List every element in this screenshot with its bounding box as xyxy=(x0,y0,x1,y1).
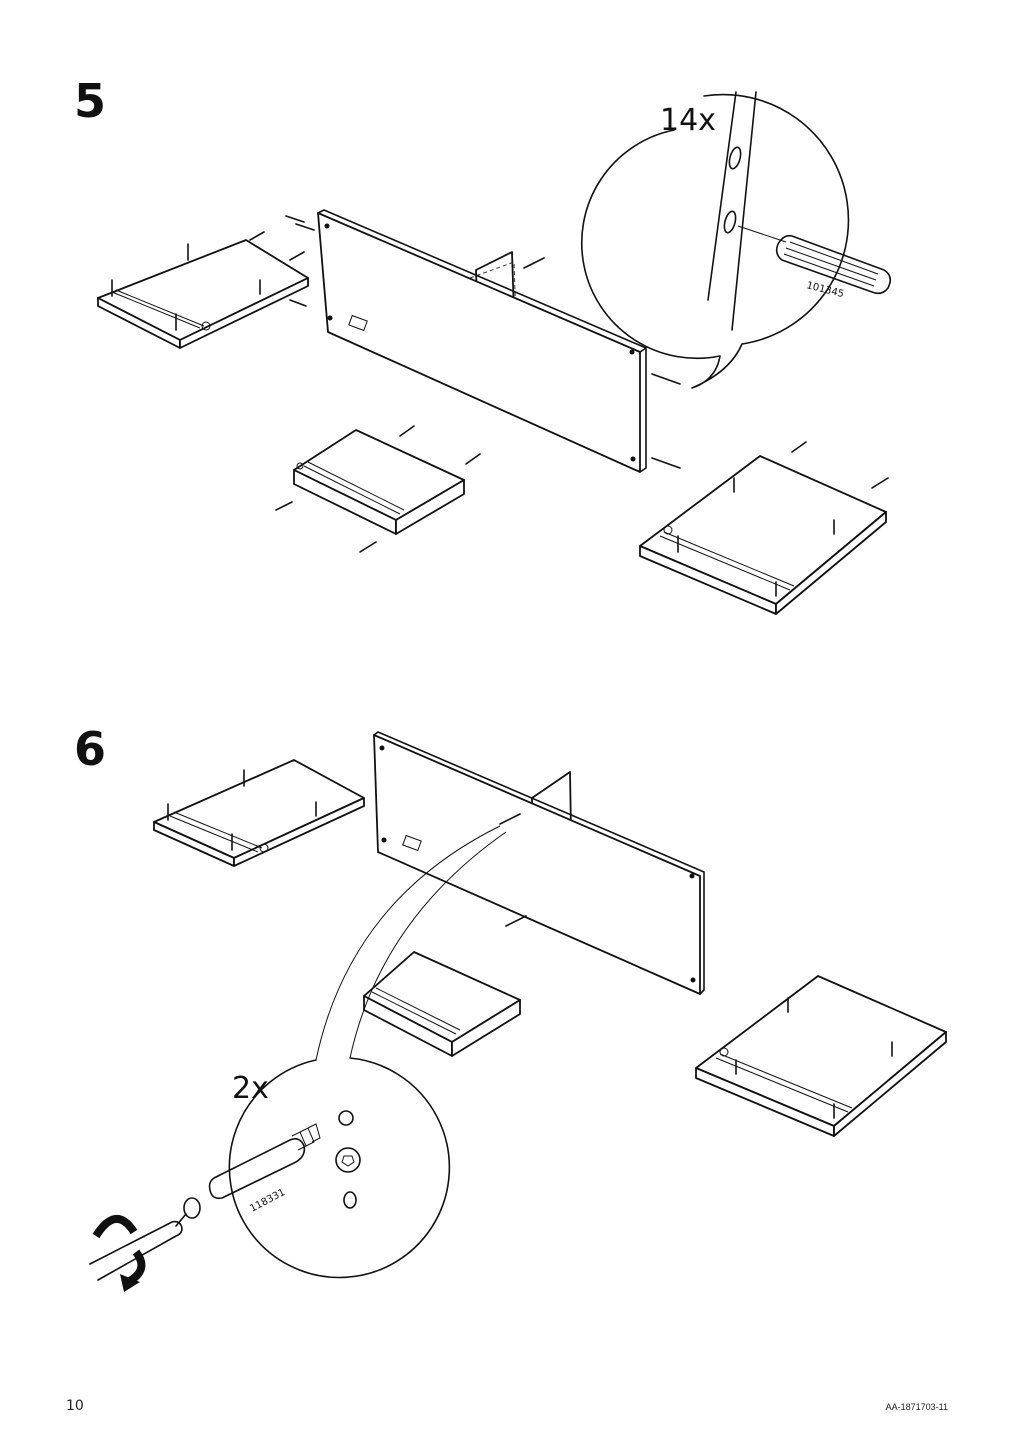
shelf-top-left-step6 xyxy=(153,759,365,867)
dowels-step5 xyxy=(249,215,681,469)
shelf-bottom-middle-step6 xyxy=(363,951,521,1057)
rotate-arrow-icon xyxy=(92,1215,146,1292)
step-5-quantity: 14x xyxy=(660,103,716,138)
shelf-top-left xyxy=(97,239,309,349)
main-panel xyxy=(317,209,647,473)
step-5-number: 5 xyxy=(74,74,107,128)
shelf-bottom-middle xyxy=(275,425,481,553)
main-panel-step6 xyxy=(373,731,705,995)
step-6-quantity: 2x xyxy=(232,1071,269,1106)
shelf-bottom-right-step6 xyxy=(695,975,947,1137)
step-6-illustration: 2x 118331 xyxy=(89,731,947,1292)
document-code: AA-1871703-11 xyxy=(885,1402,948,1412)
step-5-illustration: · - · xyxy=(97,91,892,615)
cam-dowel-icon xyxy=(183,1123,321,1219)
step-6-number: 6 xyxy=(74,722,107,776)
shelf-bottom-right xyxy=(639,441,889,615)
dowel-callout: 14x 101345 xyxy=(580,91,892,389)
page-number: 10 xyxy=(66,1398,84,1414)
screwdriver-icon xyxy=(89,1213,187,1281)
cam-dowel-callout: 2x 118331 xyxy=(89,825,507,1292)
step-5-part-number: 101345 xyxy=(805,280,845,300)
step-6-part-number: 118331 xyxy=(248,1187,287,1215)
dowel-icon xyxy=(775,234,892,295)
